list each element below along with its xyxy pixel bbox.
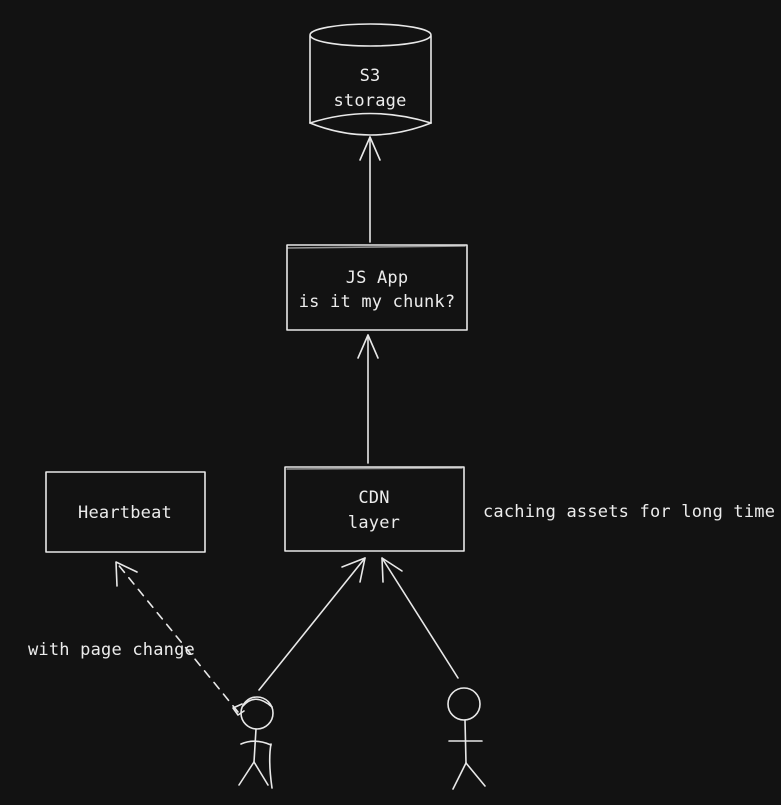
arrow-js-app-to-s3	[360, 137, 380, 242]
cdn-caching-note: caching assets for long time	[483, 502, 775, 522]
user-with-cane-figure	[233, 697, 273, 788]
dashed-arrow-user-to-heartbeat	[116, 562, 238, 712]
cdn-label-line1: CDN	[358, 488, 389, 508]
arrow-user-to-cdn	[382, 558, 458, 678]
s3-label-line2: storage	[333, 91, 406, 111]
arrow-cdn-to-js-app	[358, 335, 378, 463]
js-app-label-line1: JS App	[346, 268, 409, 288]
cane-icon	[270, 744, 272, 788]
heartbeat-label: Heartbeat	[78, 503, 172, 523]
arrow-user-cane-to-cdn	[259, 558, 365, 690]
js-app-node: JS App is it my chunk?	[287, 245, 467, 330]
cdn-label-line2: layer	[348, 513, 400, 533]
js-app-label-line2: is it my chunk?	[299, 292, 456, 312]
s3-storage-node: S3 storage	[310, 24, 431, 135]
heartbeat-node: Heartbeat	[46, 472, 205, 552]
cdn-layer-node: CDN layer	[285, 467, 464, 551]
user-figure	[448, 688, 485, 789]
heartbeat-page-change-note: with page change	[28, 640, 195, 660]
s3-label-line1: S3	[360, 66, 381, 86]
